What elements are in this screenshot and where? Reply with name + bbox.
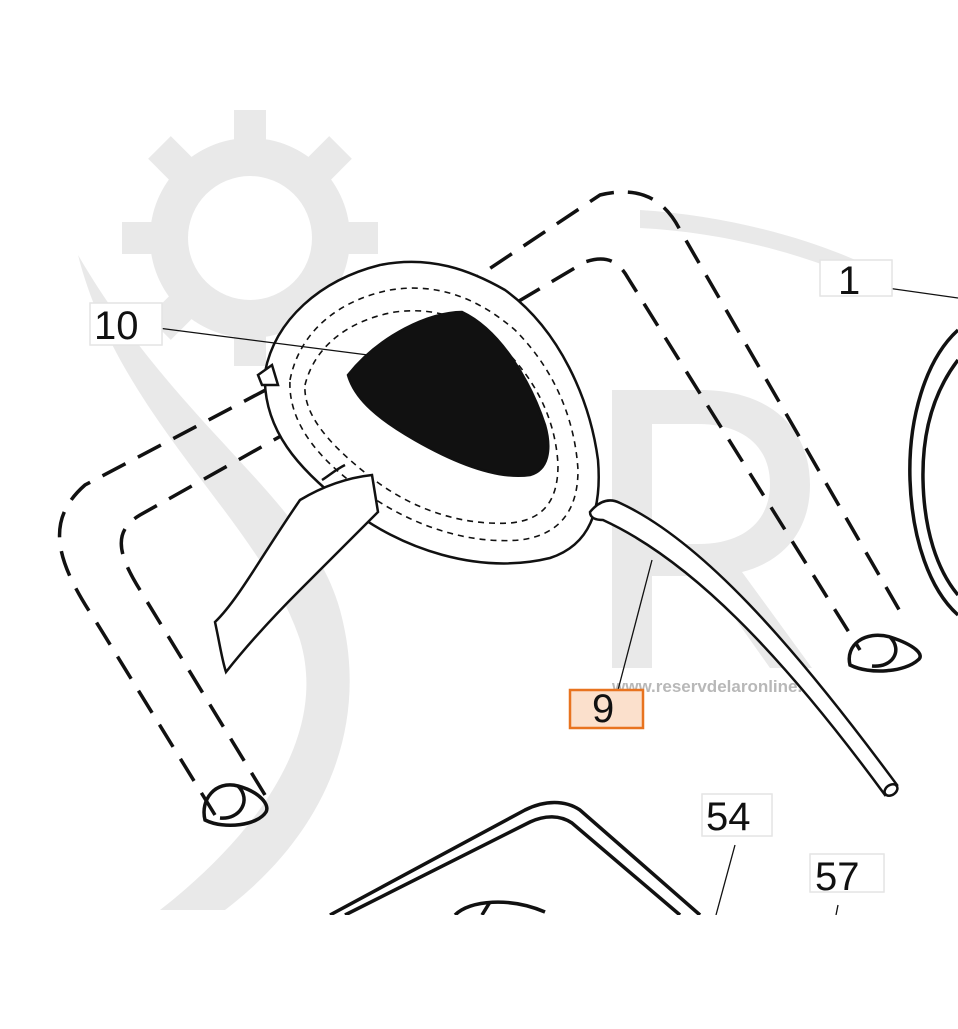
- callout-10[interactable]: 10: [89, 302, 163, 348]
- callout-9[interactable]: 9: [568, 687, 645, 731]
- wheel-edge: [908, 328, 958, 617]
- lever-strap: [213, 463, 380, 675]
- watermark-arc: [640, 210, 860, 276]
- leader-1: [879, 286, 958, 299]
- leader-9: [617, 559, 653, 691]
- handle-frame: [57, 190, 907, 816]
- leader-10: [157, 327, 369, 356]
- leader-57: [835, 904, 839, 916]
- handle-tube-ends: [202, 633, 922, 828]
- callout-54[interactable]: 54: [701, 793, 773, 839]
- callout-57[interactable]: 57: [809, 853, 885, 899]
- watermark-gear-icon: [122, 110, 378, 366]
- watermark-url: www.reservdelaronline.se: [611, 677, 821, 696]
- leader-lines: [157, 286, 958, 916]
- callout-10-label: 10: [94, 304, 139, 348]
- leader-54: [715, 844, 736, 916]
- callout-9-label: 9: [592, 687, 614, 731]
- bottom-blank-area: [0, 915, 958, 1024]
- bottom-body: [329, 800, 702, 917]
- callout-54-label: 54: [706, 795, 751, 839]
- cable: [588, 499, 899, 797]
- callout-1[interactable]: 1: [819, 259, 893, 303]
- callout-1-label: 1: [838, 259, 860, 303]
- callout-57-label: 57: [815, 855, 860, 899]
